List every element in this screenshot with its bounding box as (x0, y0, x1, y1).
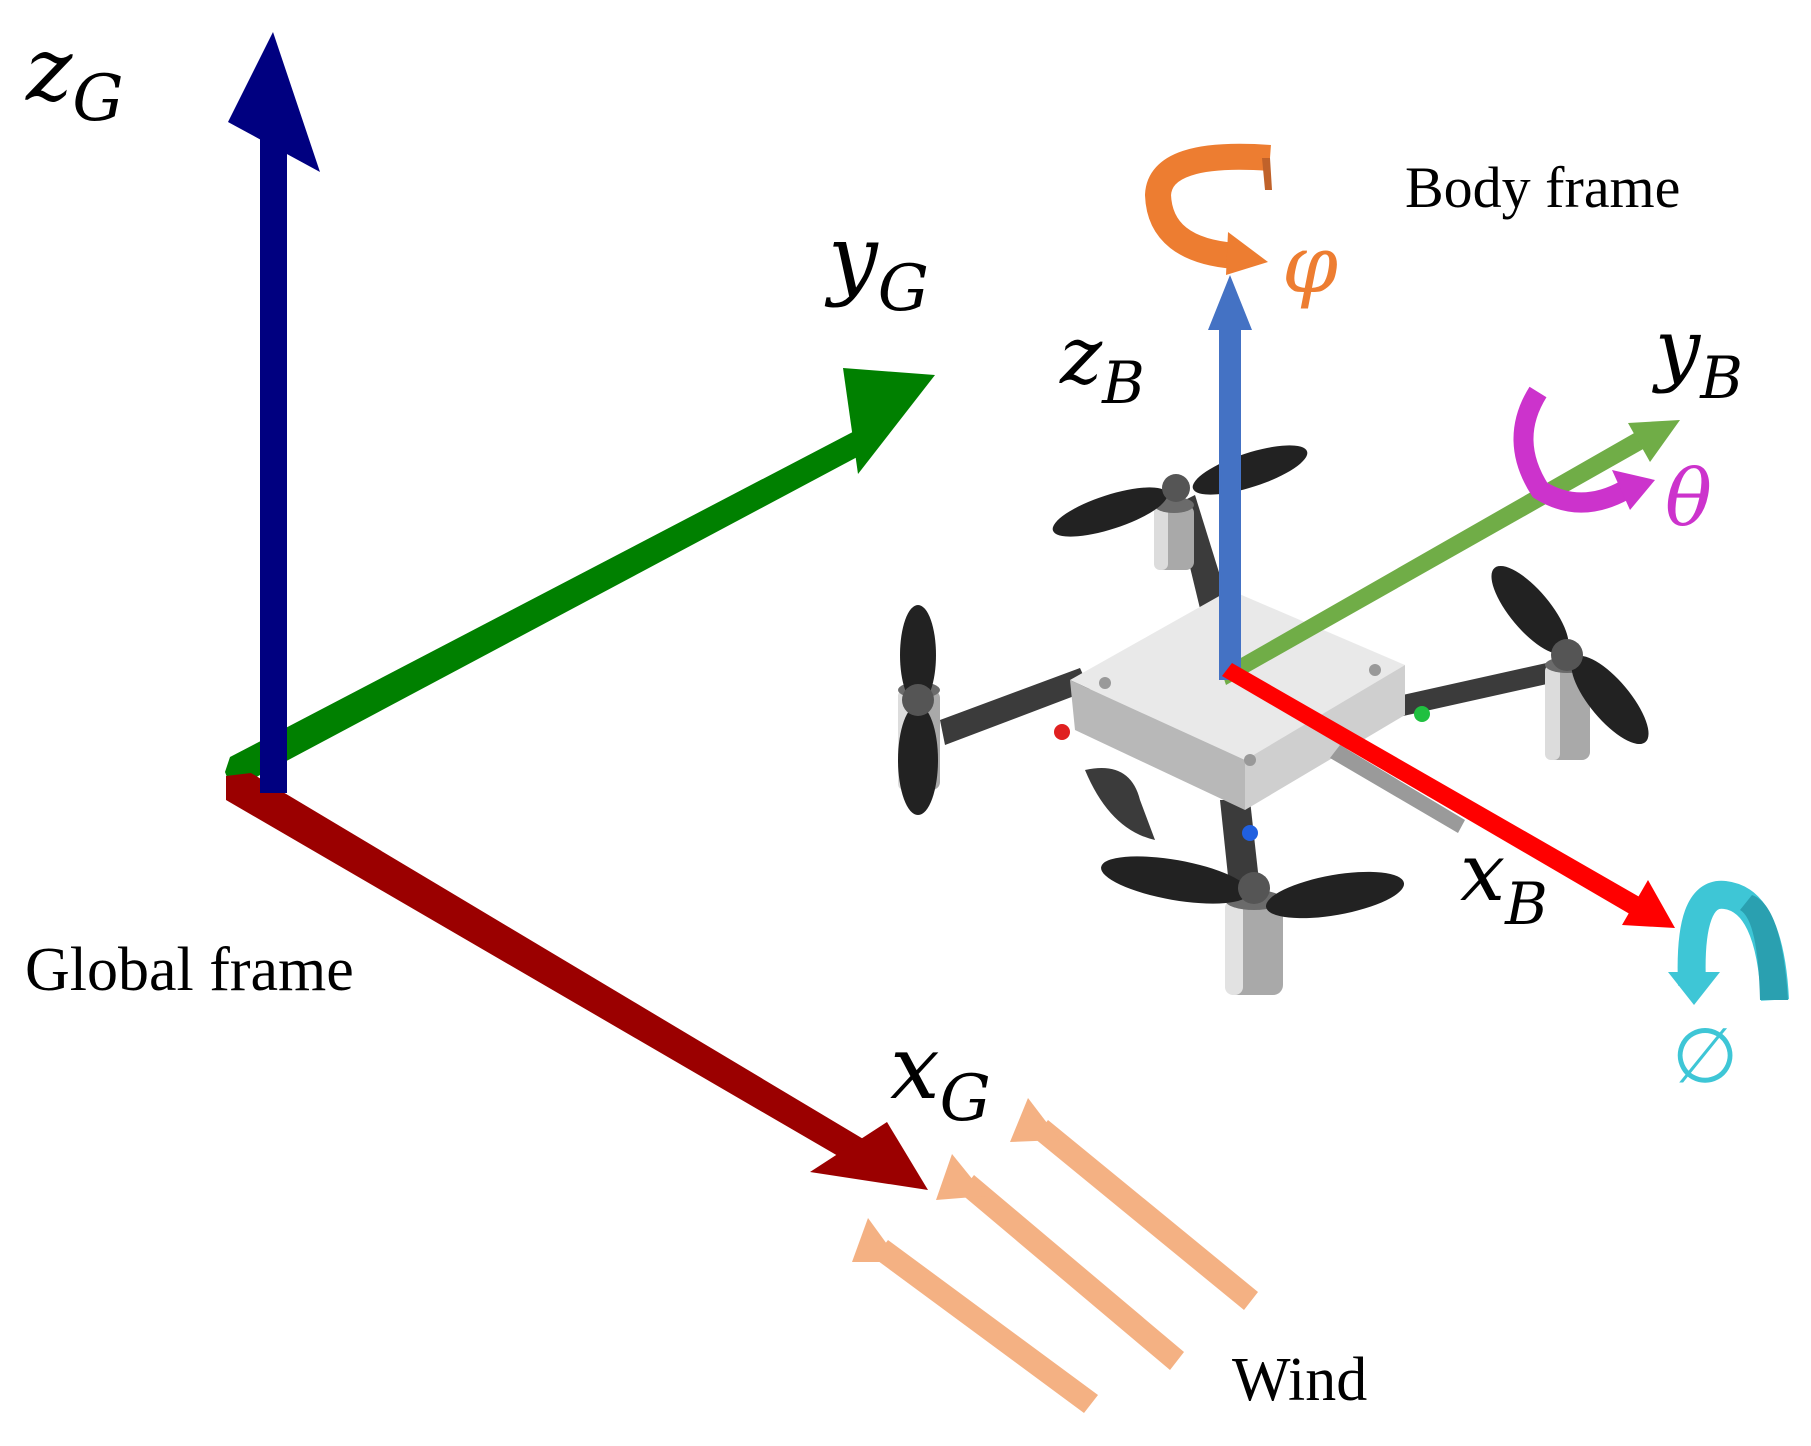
global-y-axis (225, 368, 935, 790)
pitch-rotation-arrow (1513, 386, 1655, 513)
drone-led-blue (1242, 825, 1258, 841)
drone-propeller (1101, 856, 1405, 919)
wind-label: Wind (1232, 1346, 1367, 1414)
pitch-symbol: θ (1665, 454, 1712, 544)
body-z-axis (1208, 275, 1252, 680)
body-x-axis (1222, 663, 1675, 928)
global-x-label: xG (890, 1016, 991, 1136)
yaw-symbol: φ (1282, 218, 1338, 311)
roll-symbol: ∅ (1672, 1011, 1738, 1100)
body-frame-label: Body frame (1405, 155, 1680, 220)
body-y-label: yB (1652, 302, 1743, 412)
yaw-rotation-arrow (1144, 143, 1272, 275)
drone-led-green (1414, 706, 1430, 722)
drone-led-red (1054, 724, 1070, 740)
wind-arrow (852, 1218, 1098, 1413)
wind-arrow (936, 1154, 1184, 1370)
global-z-axis (228, 32, 320, 793)
drone-propeller (1491, 565, 1649, 745)
global-z-label: zG (25, 18, 124, 136)
body-z-label: zB (1059, 309, 1145, 417)
drone-motor (1154, 497, 1194, 570)
global-y-label: yG (824, 206, 929, 326)
global-x-axis (226, 773, 928, 1190)
drone-propeller (898, 605, 938, 815)
roll-rotation-arrow (1668, 880, 1789, 1005)
body-x-label: xB (1460, 826, 1548, 938)
wind-arrows (852, 1098, 1258, 1413)
wind-arrow (1010, 1098, 1258, 1310)
global-frame-label: Global frame (25, 936, 354, 1004)
